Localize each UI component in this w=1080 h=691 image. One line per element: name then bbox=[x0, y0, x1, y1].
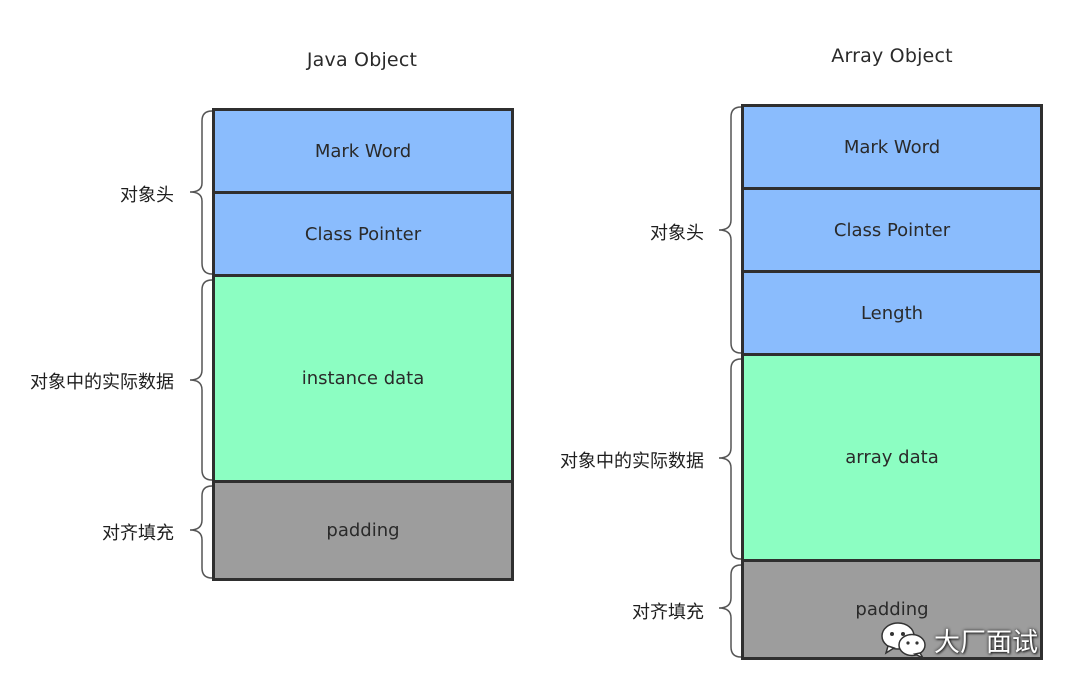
java-padding-brace bbox=[189, 485, 213, 579]
array-data-brace bbox=[718, 358, 742, 560]
array-mark-word-block: Mark Word bbox=[741, 104, 1043, 190]
java-header-group-label: 对象头 bbox=[120, 185, 174, 206]
array-data-group-label: 对象中的实际数据 bbox=[560, 451, 704, 472]
array-padding-brace bbox=[718, 564, 742, 658]
java-data-brace bbox=[189, 279, 213, 481]
java-class-pointer-block: Class Pointer bbox=[212, 194, 514, 277]
wechat-icon bbox=[881, 622, 926, 660]
array-header-brace bbox=[718, 106, 742, 354]
java-mark-word-block: Mark Word bbox=[212, 108, 514, 194]
array-length-block: Length bbox=[741, 273, 1043, 356]
watermark-text: 大厂面试 bbox=[934, 627, 1039, 658]
watermark: 大厂面试 bbox=[880, 620, 1038, 660]
array-header-group-label: 对象头 bbox=[650, 223, 704, 244]
array-padding-group-label: 对齐填充 bbox=[632, 602, 704, 623]
array-data-block: array data bbox=[741, 356, 1043, 562]
java-padding-block: padding bbox=[212, 483, 514, 581]
java-header-brace bbox=[189, 110, 213, 275]
java-padding-group-label: 对齐填充 bbox=[102, 523, 174, 544]
java-instance-data-block: instance data bbox=[212, 277, 514, 483]
array-class-pointer-block: Class Pointer bbox=[741, 190, 1043, 273]
array-object-title: Array Object bbox=[831, 45, 953, 67]
java-data-group-label: 对象中的实际数据 bbox=[30, 372, 174, 393]
java-object-title: Java Object bbox=[306, 49, 418, 71]
